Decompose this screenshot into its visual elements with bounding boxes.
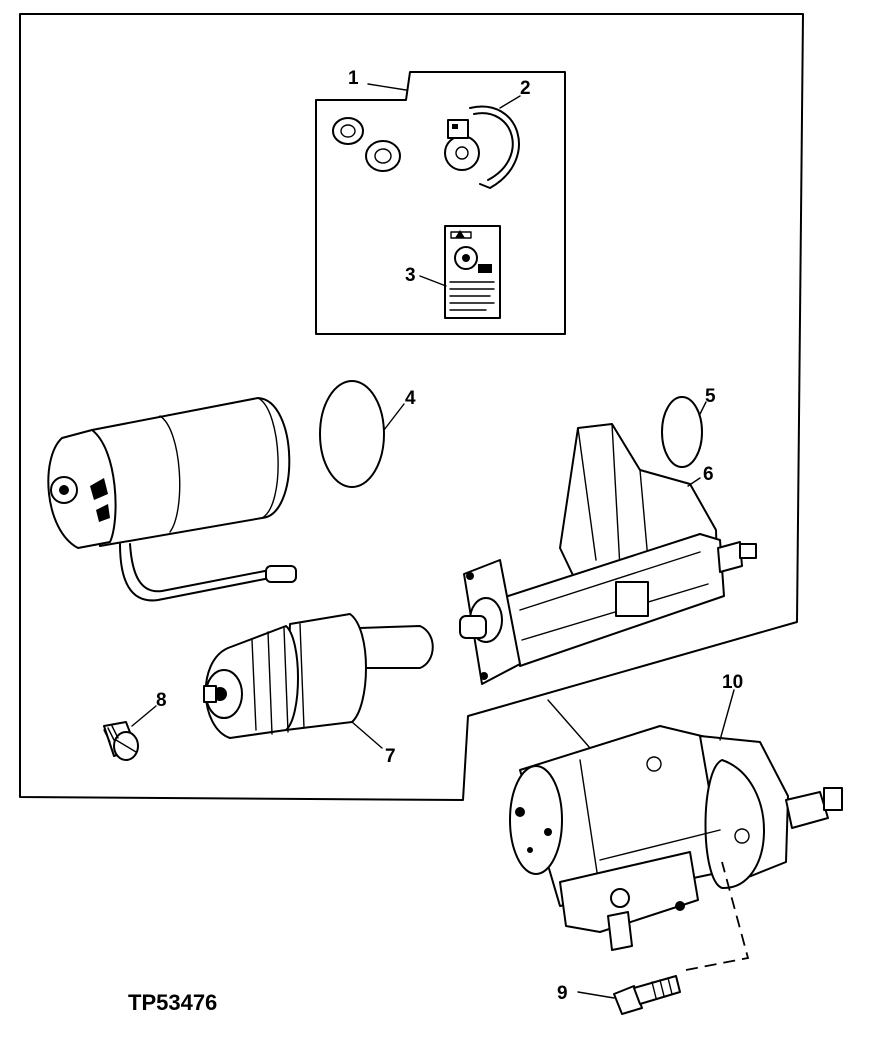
seal-pair — [332, 117, 401, 172]
figure-id-label: TP53476 — [128, 990, 217, 1015]
bolt — [613, 975, 681, 1015]
callout-3: 3 — [405, 265, 416, 286]
assembly-connector-line — [547, 699, 591, 749]
leader-7 — [351, 721, 383, 749]
leader-10 — [719, 689, 735, 741]
callout-4: 4 — [405, 388, 416, 409]
leader-1 — [367, 83, 407, 91]
callout-1: 1 — [348, 68, 359, 89]
leader-3 — [419, 275, 447, 287]
leader-6 — [687, 477, 701, 487]
complete-starter-assembly — [509, 725, 843, 951]
leader-2 — [499, 95, 521, 109]
drive-housing-solenoid — [459, 423, 757, 685]
instruction-sheet — [444, 225, 501, 319]
screw — [103, 721, 139, 761]
leader-5 — [699, 401, 707, 415]
callout-6: 6 — [703, 464, 714, 485]
leader-8 — [131, 705, 157, 727]
callout-5: 5 — [705, 386, 716, 407]
leader-9 — [577, 991, 615, 999]
callout-7: 7 — [385, 746, 396, 767]
motor-yoke-assembly — [47, 397, 297, 602]
large-o-ring — [319, 380, 385, 488]
callout-9: 9 — [557, 983, 568, 1004]
callout-10: 10 — [722, 672, 743, 693]
small-parts-kit-box — [315, 71, 566, 335]
kit-boundary-frame — [19, 13, 804, 801]
drive-pinion-clutch — [203, 613, 434, 739]
callout-8: 8 — [156, 690, 167, 711]
harness-clip-part — [444, 105, 520, 189]
callout-2: 2 — [520, 78, 531, 99]
leader-4 — [383, 403, 405, 431]
bolt-path-dashed — [685, 861, 750, 971]
small-o-ring — [661, 396, 703, 468]
